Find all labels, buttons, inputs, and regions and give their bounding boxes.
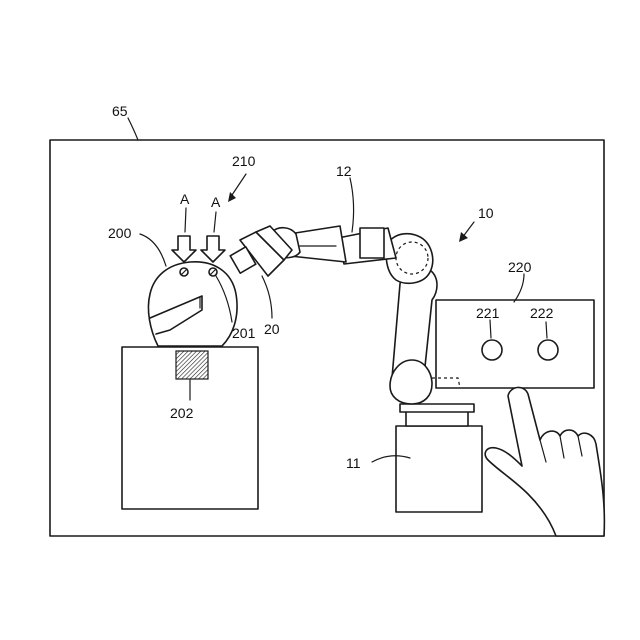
button-right[interactable] [538, 340, 558, 360]
arm-label: 12 [336, 163, 352, 179]
end-effector-leader [262, 276, 272, 318]
workpiece-leader [140, 234, 166, 266]
arrow-a-right-leader [214, 212, 216, 232]
marker-label: 201 [232, 325, 256, 341]
robot-base [396, 426, 482, 512]
operator-hand [485, 387, 604, 536]
workpiece-label: 200 [108, 225, 132, 241]
arrow-a-left-leader [185, 208, 186, 232]
hatched-part-label: 202 [170, 405, 194, 421]
arm-leader [350, 178, 354, 232]
robot-system-label: 10 [478, 205, 494, 221]
robot-arm [272, 226, 437, 404]
marker-pair-label: 210 [232, 153, 256, 169]
robot-base-ring [400, 404, 474, 412]
arrow-a-right [201, 236, 225, 262]
workpiece [148, 262, 237, 346]
button-left[interactable] [482, 340, 502, 360]
base-label: 11 [346, 455, 361, 471]
hatched-part [176, 351, 208, 379]
end-effector-label: 20 [264, 321, 280, 337]
robot-system-arrowhead [459, 232, 468, 242]
enclosure-leader [128, 118, 138, 140]
panel-leader [514, 274, 524, 302]
enclosure-label: 65 [112, 103, 128, 119]
marker-pair-arrowhead [228, 192, 236, 202]
control-panel [436, 300, 594, 388]
arrow-a-right-label: A [211, 194, 221, 210]
panel-label: 220 [508, 259, 532, 275]
button-right-label: 222 [530, 305, 554, 321]
arrow-a-left [172, 236, 196, 262]
button-left-label: 221 [476, 305, 500, 321]
arrow-a-left-label: A [180, 191, 190, 207]
